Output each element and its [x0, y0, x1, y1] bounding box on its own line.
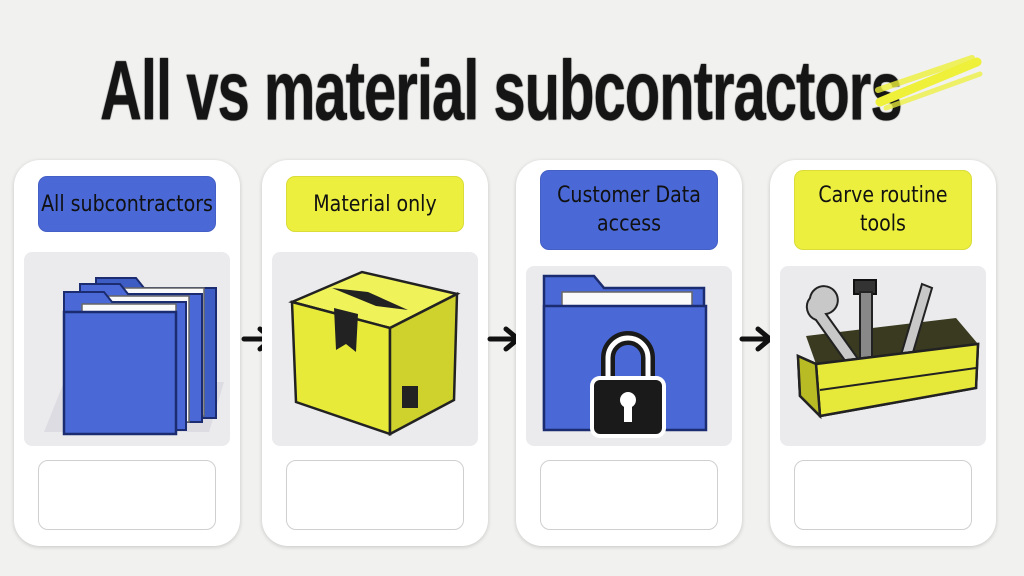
page-title: All vs material subcontractors	[100, 44, 903, 139]
step-label: Carve routine tools	[794, 170, 972, 250]
folders-icon	[24, 252, 230, 446]
step-card-carve-routine-tools: Carve routine tools	[770, 160, 996, 546]
empty-note-box	[38, 460, 216, 530]
step-label: All subcontractors	[38, 176, 216, 232]
empty-note-box	[540, 460, 718, 530]
empty-note-box	[286, 460, 464, 530]
step-label: Customer Data access	[540, 170, 718, 250]
highlight-mark	[875, 55, 983, 111]
step-label: Material only	[286, 176, 464, 232]
box-icon	[272, 252, 478, 446]
locked-folder-icon	[526, 266, 732, 446]
step-card-material-only: Material only	[262, 160, 488, 546]
empty-note-box	[794, 460, 972, 530]
step-card-all-subcontractors: All subcontractors	[14, 160, 240, 546]
toolbox-icon	[780, 266, 986, 446]
step-card-customer-data-access: Customer Data access	[516, 160, 742, 546]
